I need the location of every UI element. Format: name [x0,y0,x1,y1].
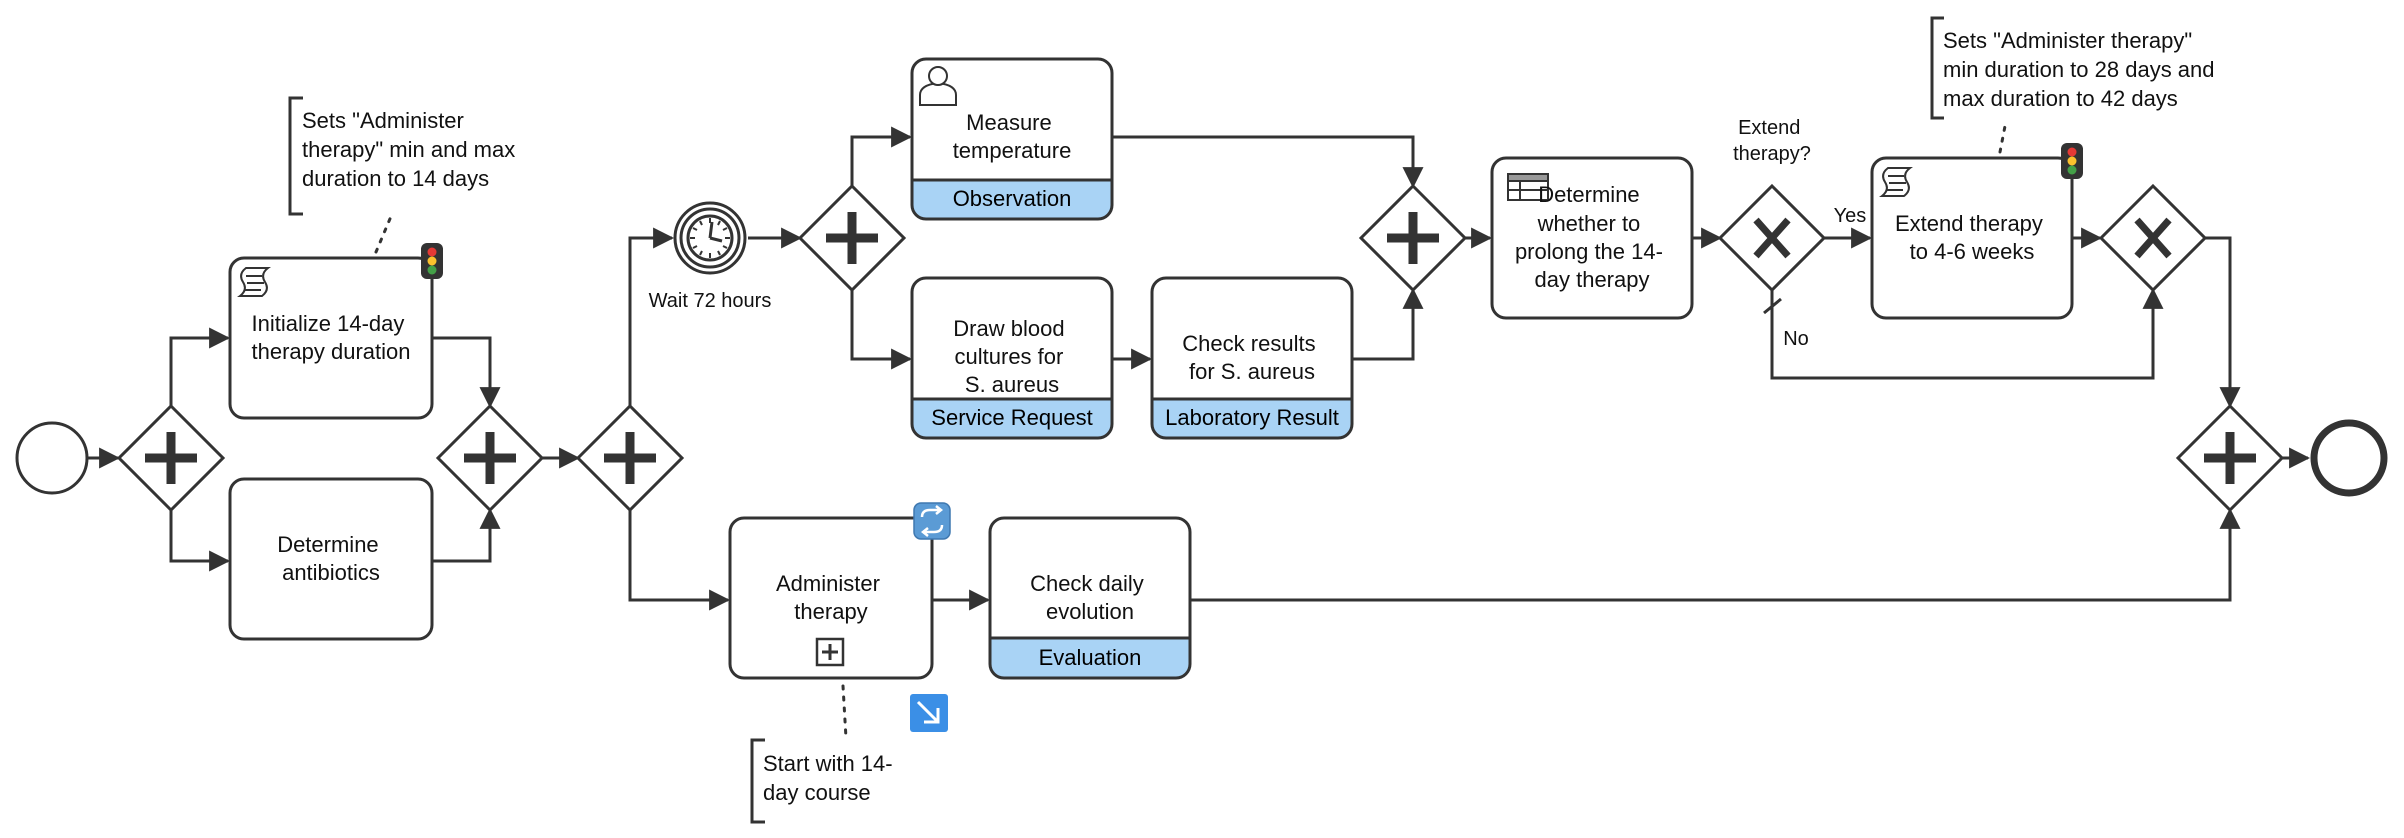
arrow-down-right-icon[interactable] [910,694,948,732]
task-determine-antibiotics[interactable]: Determine antibiotics [228,477,434,641]
yes-label: Yes [1834,205,1867,227]
x-icon [1753,217,1791,259]
task-label: Check daily evolution [1030,571,1150,624]
association-extend-note [1998,119,2008,154]
parallel-gateway-split-3[interactable] [797,183,907,293]
parallel-gateway-join-3[interactable] [1358,183,1468,293]
parallel-gateway-split-2[interactable] [575,403,685,513]
plus-icon [826,212,878,264]
timer-event[interactable] [673,201,747,275]
x-icon [2134,217,2172,259]
associations [374,119,2008,740]
exclusive-gateway-merge[interactable] [2098,183,2208,293]
clock-icon [686,214,734,262]
task-label: Determine antibiotics [277,532,385,585]
task-determine-prolong[interactable]: Determine whether to prolong the 14- day… [1490,156,1694,320]
flow-check-to-join3[interactable] [1352,287,1424,361]
flow-split2-to-timer[interactable] [628,227,675,406]
task-label: Administer therapy [776,571,886,624]
data-band-label: Evaluation [1039,645,1142,670]
plus-icon [2204,432,2256,484]
task-extend-therapy[interactable]: Extend therapy to 4-6 weeks [1870,143,2083,320]
task-label: Determine whether to prolong the 14- day… [1515,182,1669,292]
timer-label: Wait 72 hours [649,290,772,312]
task-label: Extend therapy to 4-6 weeks [1895,211,2049,264]
loop-icon[interactable] [913,502,951,540]
annotation-text: Start with 14- day course [763,751,899,805]
parallel-gateway-final-join[interactable] [2175,403,2285,513]
plus-icon [604,432,656,484]
annotation-initialize[interactable]: Sets "Administer therapy" min and max du… [288,96,521,216]
end-event[interactable] [2310,419,2388,497]
traffic-light-icon [421,243,443,279]
script-icon [1879,167,1913,197]
task-label: Initialize 14-day therapy duration [252,311,411,364]
task-initialize[interactable]: Initialize 14-day therapy duration [228,243,443,420]
annotation-text: Sets "Administer therapy" min and max du… [302,108,521,191]
task-label: Draw blood cultures for S. aureus [953,316,1070,397]
task-check-results[interactable]: Check results for S. aureus Laboratory R… [1150,276,1354,440]
data-band-label: Laboratory Result [1165,405,1339,430]
plus-icon [464,432,516,484]
annotation-extend[interactable]: Sets "Administer therapy" min duration t… [1930,16,2221,120]
data-band-label: Observation [953,186,1072,211]
default-flow-marker [1763,297,1782,315]
plus-icon [145,432,197,484]
collapsed-subprocess-icon[interactable] [815,637,845,667]
start-event[interactable] [15,421,89,495]
task-measure-temperature[interactable]: Measure temperature Observation [910,57,1114,221]
script-icon [237,267,271,297]
flow-xor-merge-to-final-join[interactable] [2205,236,2241,409]
traffic-light-icon [2061,143,2083,179]
task-label: Measure temperature [953,110,1072,163]
association-administer-note [841,684,848,740]
flow-antibiotics-to-join[interactable] [432,507,501,563]
flow-split3-to-draw[interactable] [850,290,913,370]
parallel-gateway-join-1[interactable] [435,403,545,513]
business-rule-icon [1507,173,1549,201]
flow-check-daily-to-final-join[interactable] [1190,507,2241,602]
gateway-question-label: Extend therapy? [1733,117,1811,165]
user-icon [919,66,957,106]
plus-icon [1387,212,1439,264]
sequence-flows [87,126,2311,611]
flow-measure-to-join3[interactable] [1112,135,1424,189]
annotation-administer[interactable]: Start with 14- day course [750,738,899,824]
task-draw-blood-cultures[interactable]: Draw blood cultures for S. aureus Servic… [910,276,1114,440]
data-band-label: Service Request [931,405,1092,430]
task-check-daily-evolution[interactable]: Check daily evolution Evaluation [988,516,1192,680]
flow-split3-to-measure[interactable] [850,126,913,186]
association-initialize-note [374,212,394,254]
flow-split-to-antibiotics[interactable] [169,510,231,572]
flow-split2-to-administer[interactable] [628,510,731,611]
subprocess-administer-therapy[interactable]: Administer therapy [728,502,951,680]
no-label: No [1783,328,1809,350]
flow-initialize-to-join[interactable] [432,336,501,409]
task-label: Check results for S. aureus [1182,331,1321,384]
exclusive-gateway-extend[interactable] [1717,183,1827,293]
parallel-gateway-split-1[interactable] [116,403,226,513]
flow-no[interactable] [1770,287,2164,380]
flow-split-to-initialize[interactable] [169,327,231,406]
annotation-text: Sets "Administer therapy" min duration t… [1943,28,2221,111]
